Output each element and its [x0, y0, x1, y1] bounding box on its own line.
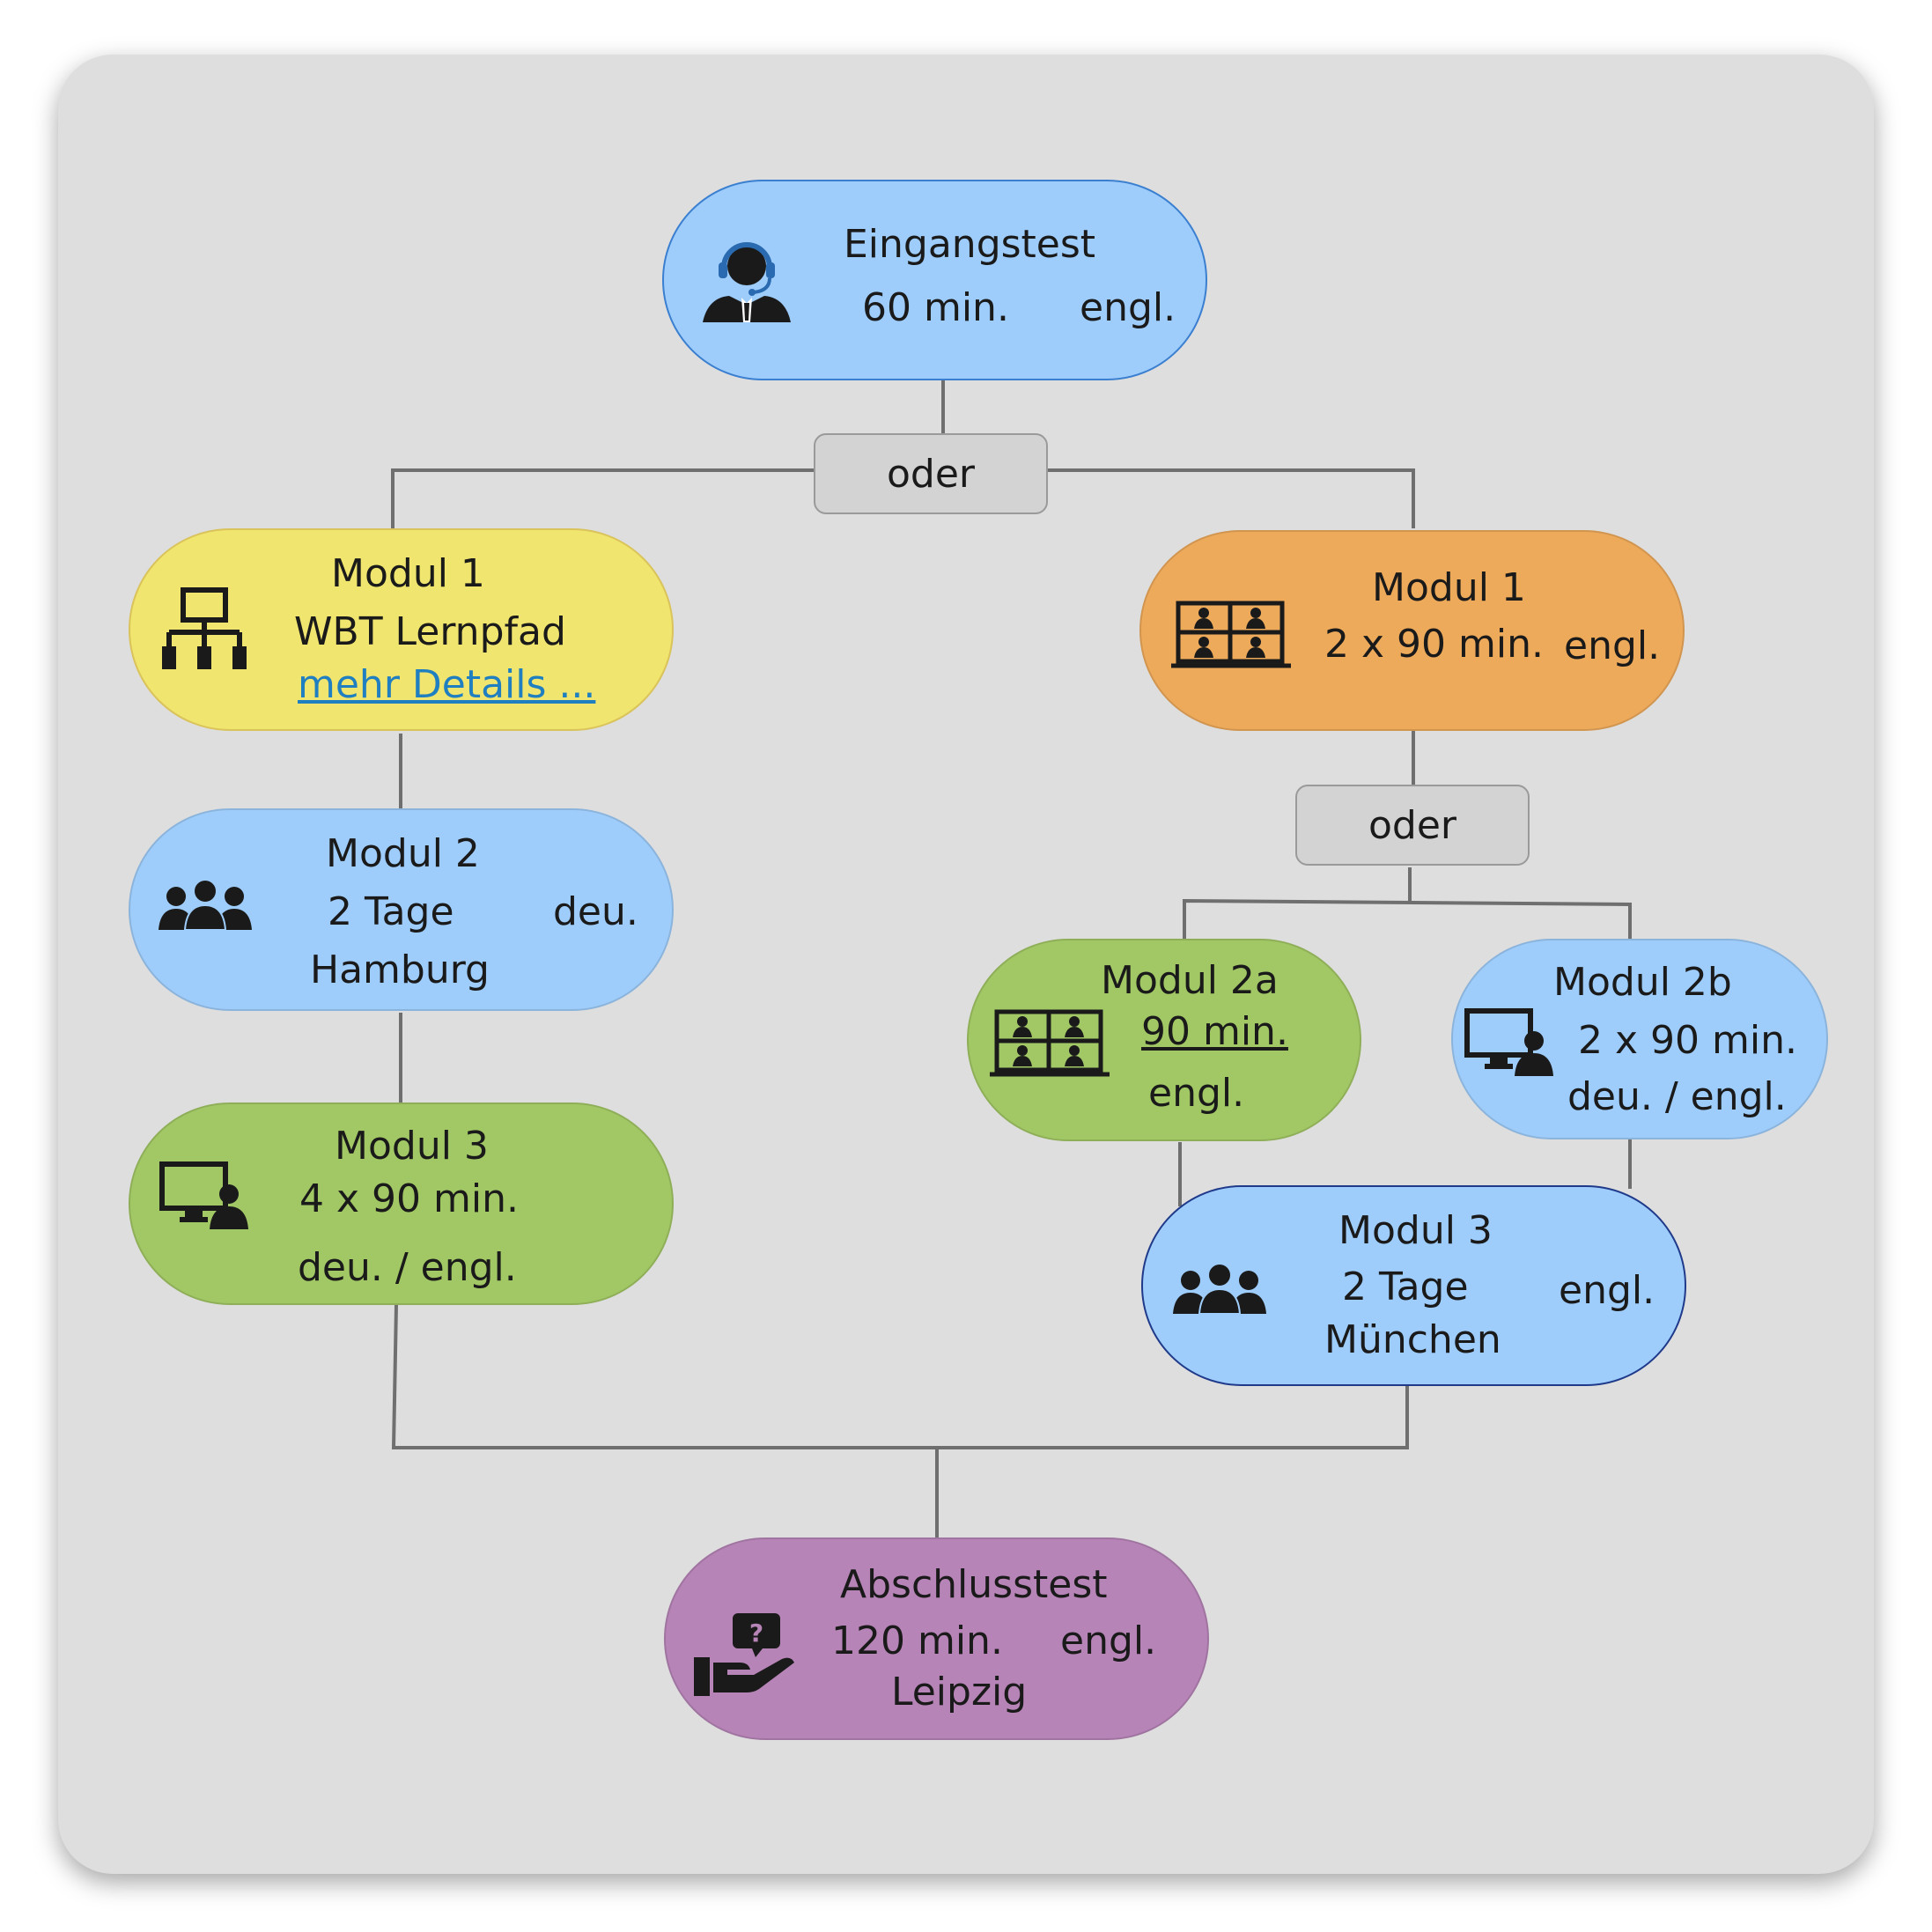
node-language: engl. — [1564, 623, 1661, 668]
or-connector-top: oder — [814, 433, 1048, 514]
node-language: deu. / engl. — [298, 1245, 517, 1290]
group-icon — [1171, 1263, 1268, 1316]
connector-split-2a-2b — [1183, 898, 1632, 939]
node-location: Leipzig — [891, 1670, 1028, 1714]
or-label: oder — [886, 451, 975, 497]
node-eingangstest[interactable]: Eingangstest 60 min. engl. — [662, 180, 1207, 380]
node-duration: 120 min. — [831, 1619, 1003, 1663]
monitor-person-icon — [1464, 1007, 1555, 1078]
node-title: Modul 2a — [1101, 958, 1279, 1003]
node-right-modul3[interactable]: Modul 3 2 Tage engl. München — [1141, 1185, 1686, 1386]
monitor-person-icon — [159, 1161, 250, 1231]
connector-right-branch — [1048, 468, 1415, 528]
node-right-modul1[interactable]: Modul 1 2 x 90 min. engl. — [1139, 530, 1685, 731]
node-location: München — [1324, 1317, 1501, 1362]
video-conference-icon — [990, 1009, 1110, 1078]
node-abschlusstest[interactable]: ? Abschlusstest 120 min. engl. Leipzig — [664, 1537, 1209, 1740]
hand-question-icon: ? — [692, 1611, 803, 1700]
node-title: Modul 2 — [326, 831, 480, 876]
node-duration: 2 Tage — [328, 889, 454, 934]
connector-left-branch — [391, 468, 815, 528]
node-language: engl. — [1060, 1619, 1157, 1663]
node-duration: 2 x 90 min. — [1324, 622, 1544, 667]
node-duration: 90 min. — [1141, 1009, 1288, 1054]
node-left-modul3[interactable]: Modul 3 4 x 90 min. deu. / engl. — [129, 1102, 674, 1305]
node-location: Hamburg — [310, 948, 490, 992]
node-modul2b[interactable]: Modul 2b 2 x 90 min. deu. / engl. — [1451, 939, 1828, 1139]
node-left-modul2[interactable]: Modul 2 2 Tage deu. Hamburg — [129, 808, 674, 1011]
node-duration: 60 min. — [862, 285, 1009, 330]
node-title: Modul 3 — [1338, 1208, 1493, 1253]
node-duration: 2 x 90 min. — [1578, 1018, 1797, 1063]
node-title: Eingangstest — [844, 222, 1096, 267]
connector-bottom-merge — [391, 1304, 1409, 1449]
node-language: deu. / engl. — [1567, 1074, 1787, 1119]
node-title: Modul 3 — [335, 1124, 489, 1169]
svg-text:?: ? — [749, 1619, 763, 1648]
or-connector-right: oder — [1295, 785, 1530, 866]
node-language: deu. — [553, 889, 638, 934]
node-title: Modul 1 — [331, 551, 485, 596]
node-modul2a[interactable]: Modul 2a 90 min. engl. — [967, 939, 1361, 1141]
node-duration: 4 x 90 min. — [299, 1176, 519, 1221]
node-language: engl. — [1559, 1268, 1655, 1313]
sitemap-icon — [160, 586, 248, 675]
more-details-link[interactable]: mehr Details ... — [298, 662, 596, 707]
group-icon — [157, 879, 254, 932]
node-subtitle: WBT Lernpfad — [294, 609, 566, 654]
node-duration: 2 Tage — [1342, 1265, 1469, 1309]
node-left-modul1[interactable]: Modul 1 WBT Lernpfad mehr Details ... — [129, 528, 674, 731]
node-language: engl. — [1080, 285, 1176, 330]
node-title: Abschlusstest — [840, 1562, 1108, 1607]
video-conference-icon — [1171, 601, 1291, 669]
headset-agent-icon — [703, 234, 791, 322]
node-title: Modul 2b — [1553, 960, 1732, 1005]
node-title: Modul 1 — [1372, 565, 1526, 610]
or-label: oder — [1368, 802, 1456, 848]
node-language: engl. — [1148, 1071, 1245, 1116]
